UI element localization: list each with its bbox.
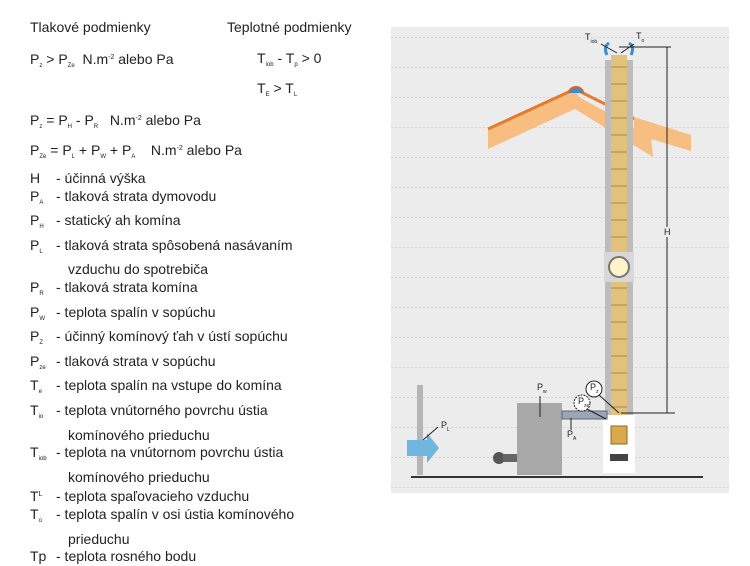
formula-pz: Pz = PH - PR N.m-2 alebo Pa bbox=[30, 112, 201, 130]
legend-description-continued: komínového prieduchu bbox=[68, 426, 210, 443]
legend-symbol: PA bbox=[30, 187, 44, 206]
chimney-diagram-svg bbox=[391, 27, 729, 493]
legend-symbol: Tio bbox=[30, 401, 44, 420]
pz-marker bbox=[585, 380, 603, 398]
cleanout-door bbox=[610, 425, 628, 445]
legend-symbol: PZ bbox=[30, 328, 44, 347]
pze-marker bbox=[573, 394, 591, 412]
air-intake-post bbox=[417, 385, 423, 475]
legend-item: PR - tlaková strata komína bbox=[30, 279, 294, 304]
chimney-diagram: Tiob To H Pw Pz Pze PA PL bbox=[391, 27, 729, 493]
ridge-cap bbox=[568, 86, 584, 94]
legend-description-continued: komínového prieduchu bbox=[68, 468, 210, 485]
formula-pze: PZe = PL + PW + PA N.m-2 alebo Pa bbox=[30, 142, 242, 160]
air-flow-arrow bbox=[407, 433, 439, 463]
legend-symbol: Te bbox=[30, 377, 42, 396]
legend-symbol: H bbox=[30, 170, 41, 186]
label-tiob: Tiob bbox=[585, 32, 598, 45]
label-pw: Pw bbox=[537, 382, 547, 395]
legend-item: PL - tlaková strata spôsobená nasávaním bbox=[30, 237, 294, 262]
legend-description: - teplota rosného bodu bbox=[56, 548, 197, 565]
legend-symbol: To bbox=[30, 505, 42, 524]
legend-description: - tlaková strata komína bbox=[56, 278, 198, 295]
flue-outlet bbox=[603, 41, 635, 56]
legend-description: - statický ah komína bbox=[56, 212, 181, 229]
legend-item: To - teplota spalín v osi ústia komínovéh… bbox=[30, 506, 294, 531]
legend-symbol: Pze bbox=[30, 352, 46, 371]
condensate-drain bbox=[610, 454, 628, 461]
legend-item: Pze - tlaková strata v sopúchu bbox=[30, 353, 294, 378]
formula-pz-gt-pze: Pz > PZe N.m-2 alebo Pa bbox=[30, 51, 174, 69]
legend-description: - teplota vnútorného povrchu ústia bbox=[56, 401, 268, 418]
formula-tiob-tp: Tiob - Tp > 0 bbox=[257, 50, 322, 68]
legend-description: - teplota spalín v sopúchu bbox=[56, 303, 216, 320]
label-h: H bbox=[664, 227, 671, 237]
inspection-cap bbox=[608, 256, 630, 278]
legend-item: Te - teplota spalín na vstupe do komína bbox=[30, 377, 294, 402]
legend-item: PH - statický ah komína bbox=[30, 212, 294, 237]
legend-description-continued: prieduchu bbox=[68, 530, 130, 547]
legend-description: - tlaková strata spôsobená nasávaním bbox=[56, 236, 293, 253]
label-pz: Pz bbox=[590, 382, 599, 395]
legend-description: - teplota spalín v osi ústia komínového bbox=[56, 505, 295, 522]
legend-description: - teplota na vnútornom povrchu ústia bbox=[56, 444, 284, 461]
label-to: To bbox=[636, 31, 645, 44]
heading-pressure-conditions: Tlakové podmienky bbox=[30, 19, 151, 35]
legend-item: TL - teplota spaľovacieho vzduchu bbox=[30, 486, 294, 506]
legend-item: Tp - teplota rosného bodu bbox=[30, 548, 294, 566]
legend-description: - tlaková strata dymovodu bbox=[56, 187, 217, 204]
legend-description: - teplota spaľovacieho vzduchu bbox=[56, 488, 250, 505]
legend-item: Tiob - teplota na vnútornom povrchu ústia bbox=[30, 444, 294, 469]
legend-item: PZ - účinný komínový ťah v ústí sopúchu bbox=[30, 328, 294, 353]
legend-item: H - účinná výška bbox=[30, 170, 294, 188]
legend-description: - tlaková strata v sopúchu bbox=[56, 352, 216, 369]
heading-temperature-conditions: Teplotné podmienky bbox=[227, 19, 352, 35]
label-pl: PL bbox=[441, 420, 450, 433]
legend-symbol: PW bbox=[30, 303, 46, 322]
label-pze: Pze bbox=[578, 396, 590, 409]
legend-description: - účinný komínový ťah v ústí sopúchu bbox=[56, 328, 288, 345]
chimney-flue bbox=[611, 55, 627, 440]
legend-description: - účinná výška bbox=[56, 170, 146, 186]
legend-item: PA - tlaková strata dymovodu bbox=[30, 188, 294, 213]
legend-symbol: Tp bbox=[30, 548, 47, 565]
legend-symbol: PR bbox=[30, 278, 44, 297]
formula-te-gt-tl: TE > TL bbox=[257, 80, 298, 98]
legend-symbol: TL bbox=[30, 488, 43, 505]
legend-symbol: Tiob bbox=[30, 444, 47, 463]
legend-item: PW - teplota spalín v sopúchu bbox=[30, 304, 294, 329]
legend-item: Tio - teplota vnútorného povrchu ústia bbox=[30, 402, 294, 427]
legend-symbol: PL bbox=[30, 236, 43, 255]
burner-fan-icon bbox=[493, 452, 505, 464]
flue-pipe bbox=[561, 410, 608, 420]
legend-description-continued: vzduchu do spotrebiča bbox=[68, 261, 209, 278]
roof-right bbox=[634, 117, 691, 151]
legend-symbol: PH bbox=[30, 212, 44, 231]
legend-description: - teplota spalín na vstupe do komína bbox=[56, 377, 282, 394]
label-pa: PA bbox=[567, 429, 577, 442]
